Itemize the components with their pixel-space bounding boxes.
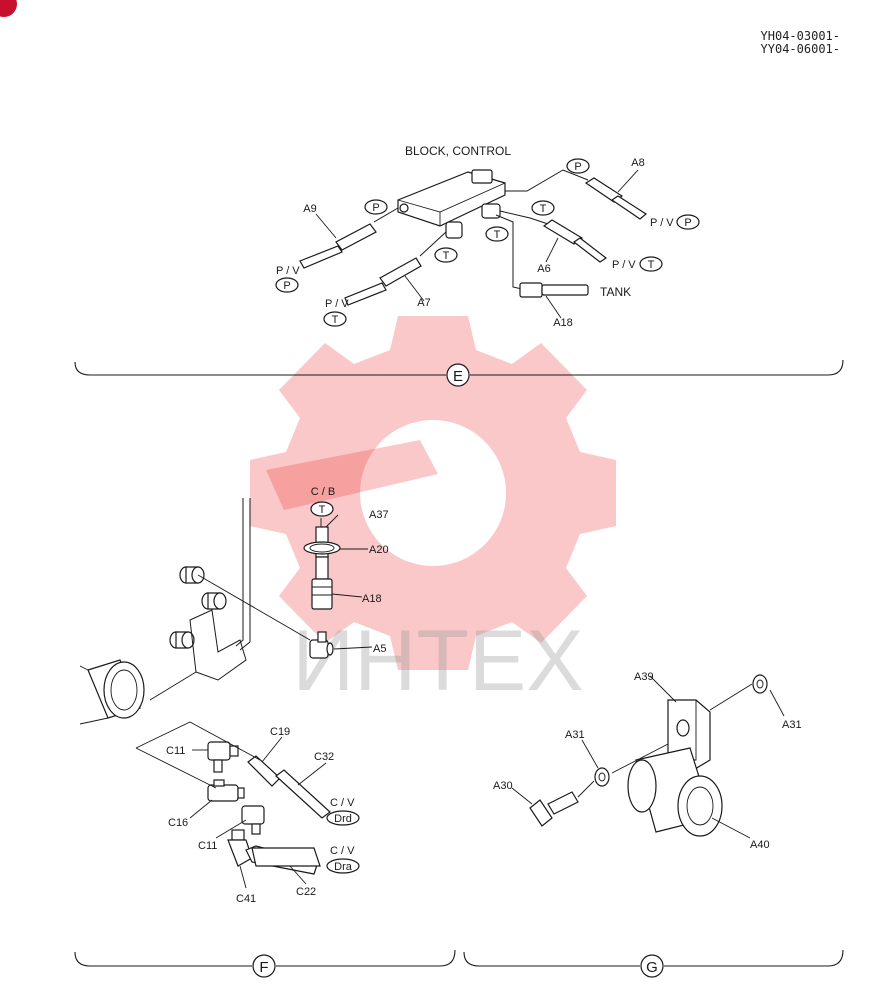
- svg-text:T: T: [332, 314, 339, 326]
- control-block: [397, 169, 506, 239]
- badge-p-top: P: [566, 158, 590, 174]
- badge-p-a9: P: [275, 277, 299, 293]
- badge-t-a6: T: [639, 256, 663, 272]
- washer-a31-right: [752, 674, 768, 694]
- roller-drum: [79, 659, 145, 725]
- elbow-c11-upper: [207, 741, 239, 773]
- badge-p-left: P: [364, 199, 388, 215]
- port-pv-a8: P / V: [650, 217, 674, 229]
- section-g: A39 A31 A31 A30 A40 G: [463, 671, 844, 978]
- callout-a31-right: A31: [782, 719, 802, 731]
- badge-p-a8: P: [676, 214, 700, 230]
- section-f-marker: [252, 954, 276, 978]
- block-control-title: BLOCK, CONTROL: [405, 144, 511, 158]
- corner-badge: [0, 0, 17, 17]
- bushing-middle: [201, 592, 227, 610]
- section-e-marker: [446, 363, 470, 387]
- badge-cb-t: T: [310, 501, 334, 517]
- callout-a30: A30: [493, 780, 513, 792]
- svg-text:P: P: [372, 202, 379, 214]
- callout-a8: A8: [631, 157, 644, 169]
- svg-text:P: P: [574, 161, 581, 173]
- port-pv-a9: P / V: [276, 265, 300, 277]
- hose-c32: [275, 769, 331, 819]
- section-e: BLOCK, CONTROL: [74, 144, 844, 387]
- header-code-1: YH04-03001-: [761, 29, 840, 43]
- fitting-a9: [299, 223, 377, 269]
- section-f-label: F: [259, 959, 268, 976]
- callout-a9: A9: [303, 203, 316, 215]
- svg-text:T: T: [443, 250, 450, 262]
- washer-a31-left: [594, 767, 610, 787]
- section-e-bracket: [74, 359, 844, 376]
- svg-text:T: T: [540, 203, 547, 215]
- tee-c16: [207, 779, 245, 802]
- badge-t-block: T: [485, 226, 509, 242]
- fitting-a6: [542, 219, 608, 263]
- fitting-c19: [247, 755, 281, 787]
- cylinder-a40: [627, 747, 723, 837]
- badge-t-a7: T: [323, 311, 347, 327]
- fitting-a18-lower: [311, 556, 333, 610]
- fitting-a8: [584, 177, 648, 220]
- bolt-a30: [529, 791, 579, 827]
- callout-a18-top: A18: [553, 317, 573, 329]
- callout-c19: C19: [270, 726, 290, 738]
- svg-text:Drd: Drd: [334, 813, 352, 825]
- watermark-text: ИНТЕХ: [292, 613, 583, 709]
- callout-c16: C16: [168, 817, 188, 829]
- elbow-a5: [309, 631, 334, 659]
- port-pv-a6: P / V: [612, 259, 636, 271]
- fitting-a18-tank: [519, 282, 589, 298]
- callout-c11-upper: C11: [166, 745, 185, 757]
- section-g-bracket: [463, 949, 844, 967]
- section-g-label: G: [646, 959, 658, 976]
- callout-c11-lower: C11: [198, 840, 217, 852]
- svg-text:Dra: Dra: [334, 861, 353, 873]
- bushing-lower: [169, 631, 195, 649]
- badge-dra: Dra: [326, 858, 360, 874]
- callout-a5: A5: [373, 643, 386, 655]
- header-code-2: YY04-06001-: [761, 42, 840, 56]
- watermark-gear-icon: [250, 316, 616, 670]
- section-e-label: E: [453, 368, 463, 385]
- badge-drd: Drd: [326, 810, 360, 826]
- svg-text:T: T: [648, 259, 655, 271]
- callout-a7: A7: [417, 297, 430, 309]
- svg-text:T: T: [494, 229, 501, 241]
- ring-a20: [303, 541, 341, 555]
- callout-c32: C32: [314, 751, 334, 763]
- callout-a37: A37: [369, 509, 389, 521]
- callout-a40: A40: [750, 839, 770, 851]
- section-g-marker: [640, 954, 664, 978]
- badge-t-right: T: [531, 200, 555, 216]
- section-f-bracket: [74, 949, 456, 967]
- callout-c22: C22: [296, 886, 316, 898]
- callout-a39: A39: [634, 671, 654, 683]
- callout-a31-left: A31: [565, 729, 585, 741]
- callout-a18-lower: A18: [362, 593, 382, 605]
- bushing-top: [179, 566, 205, 584]
- elbow-c41: [227, 829, 253, 867]
- fitting-a7: [344, 257, 422, 306]
- port-pv-a7: P / V: [325, 298, 349, 310]
- hose-c22: [245, 845, 321, 875]
- badge-t-lower: T: [434, 247, 458, 263]
- callout-cv-dra: C / V: [330, 845, 355, 857]
- section-f: C / B T A37 A20 A18 A5 C11 C19 C32 C16 C…: [74, 486, 456, 978]
- svg-text:P: P: [684, 217, 691, 229]
- callout-a20: A20: [369, 544, 389, 556]
- callout-c41: C41: [236, 893, 256, 905]
- callout-cb: C / B: [311, 486, 335, 498]
- port-tank: TANK: [600, 285, 631, 299]
- callout-cv-drd: C / V: [330, 797, 355, 809]
- elbow-c11-lower: [241, 805, 265, 835]
- callout-a6: A6: [537, 263, 550, 275]
- svg-text:T: T: [319, 504, 326, 516]
- svg-text:P: P: [283, 280, 290, 292]
